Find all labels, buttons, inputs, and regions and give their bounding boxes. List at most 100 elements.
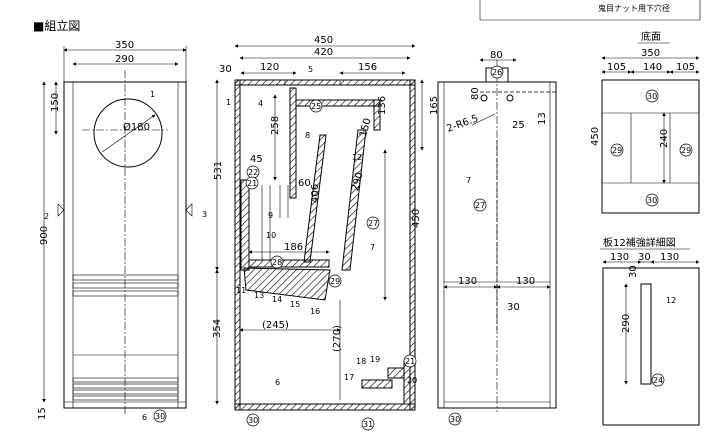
section-part-4: 4 [258,99,263,108]
section-dim-258: 258 [270,116,281,135]
section-part-13: 13 [254,291,264,300]
detail-width-130a: 130 [610,252,629,263]
side-dim-80: 80 [470,87,481,100]
section-circle-22: 22 [248,168,258,177]
section-part-18: 18 [356,357,366,366]
section-dim-136: 136 [377,96,388,115]
bottom-circle-30a: 30 [647,92,657,101]
front-width-outer: 350 [115,40,134,51]
detail-width-30: 30 [638,252,651,263]
bottom-width-350: 350 [641,48,660,59]
bottom-height-450: 450 [590,127,601,146]
section-dim-270: (270) [332,325,343,352]
front-part-1: 1 [150,90,155,99]
speaker-hole [93,98,163,168]
section-dim-406: 406 [310,184,321,203]
section-circle-28: 28 [272,258,282,267]
section-part-1: 1 [226,98,231,107]
section-dim-120: 120 [260,62,279,73]
section-part-6: 6 [275,378,280,387]
side-dim-25: 25 [512,120,525,131]
bottom-circle-29b: 29 [681,146,691,155]
detail-circle-24: 24 [653,376,663,385]
page-title: ■組立図 [33,18,80,33]
section-circle-21b: 21 [405,357,415,366]
side-dim-30: 30 [507,302,520,313]
front-total-height: 900 [39,226,50,245]
detail-dim-290: 290 [621,314,632,333]
section-circle-31: 31 [363,420,373,429]
section-part-20: 20 [407,376,417,385]
section-part-9: 9 [268,211,273,220]
detail-dim-30: 30 [628,265,639,278]
section-dim-165: 165 [429,96,440,115]
section-circle-21: 21 [247,179,257,188]
stamp-text: 鬼目ナット用下穴径 [598,3,670,13]
section-width-420: 420 [314,47,333,58]
section-part-10: 10 [266,231,276,240]
side-circle-30: 30 [450,415,460,424]
section-part-17: 17 [344,373,354,382]
bottom-width-105a: 105 [607,62,626,73]
bottom-width-105b: 105 [676,62,695,73]
bottom-view-title: 底面 [641,30,661,43]
detail-outline [602,267,700,426]
section-dim-156: 156 [358,62,377,73]
bottom-circle-29a: 29 [612,146,622,155]
front-part-6: 6 [142,413,147,422]
section-part-14: 14 [272,295,282,304]
section-part-7: 7 [370,243,375,252]
section-part-12: 12 [352,153,362,162]
section-part-11: 11 [236,286,246,295]
front-diameter: Ø180 [123,121,150,133]
front-width-inner: 290 [115,54,134,65]
section-dim-150: 150 [358,117,374,138]
side-width-80: 80 [490,50,503,61]
section-circle-27: 27 [368,219,378,228]
section-dim-245: (245) [262,320,289,331]
side-circle-27: 27 [475,201,485,210]
side-dim-130b: 130 [516,276,535,287]
section-circle-29: 29 [330,277,340,286]
detail-title: 板12補強詳細図 [603,236,676,249]
front-circle-30: 30 [155,412,165,421]
section-dim-60: 60 [298,178,311,189]
detail-view: 板12補強詳細図 130 30 130 30 290 12 24 [600,236,700,426]
bottom-outline [601,79,700,214]
section-dim-186: 186 [284,242,303,253]
front-part-2: 2 [44,212,49,221]
side-dim-13: 13 [537,112,548,125]
section-dim-354: 354 [212,319,223,338]
section-dim-531: 531 [213,161,224,180]
section-dim-45: 45 [250,154,263,165]
section-part-16: 16 [310,307,320,316]
detail-reinforcement [640,283,652,385]
front-bottom-height: 15 [37,407,48,420]
section-part-19: 19 [370,355,380,364]
section-dim-30: 30 [219,64,232,75]
bottom-width-140: 140 [643,62,662,73]
section-part-15: 15 [290,300,300,309]
front-view: Ø180 1 2 3 350 290 150 900 15 6 30 [37,40,207,423]
detail-width-130b: 130 [660,252,679,263]
stamp-box: 鬼目ナット用下穴径 [479,0,701,21]
side-view: 80 26 80 2-R6.5 25 13 7 27 130 130 30 30 [437,50,557,426]
detail-part-12: 12 [666,296,676,305]
section-circle-30: 30 [248,416,258,425]
front-part-3: 3 [202,210,207,219]
section-part-5: 5 [308,65,313,74]
bottom-view: 底面 350 105 140 105 450 240 30 29 29 30 [590,30,700,214]
section-circle-25: 25 [311,102,321,111]
side-dim-130a: 130 [458,276,477,287]
section-dim-290: 290 [350,171,366,192]
bottom-circle-30b: 30 [647,196,657,205]
section-dim-450v: 450 [411,209,422,228]
front-top-height: 150 [50,93,61,112]
side-circle-26: 26 [492,68,502,77]
section-view: 450 420 30 120 156 165 136 258 45 531 60… [212,35,440,431]
section-width-450: 450 [314,35,333,46]
side-part-7: 7 [466,176,471,185]
section-part-8: 8 [305,131,310,140]
bottom-height-240: 240 [659,129,670,148]
